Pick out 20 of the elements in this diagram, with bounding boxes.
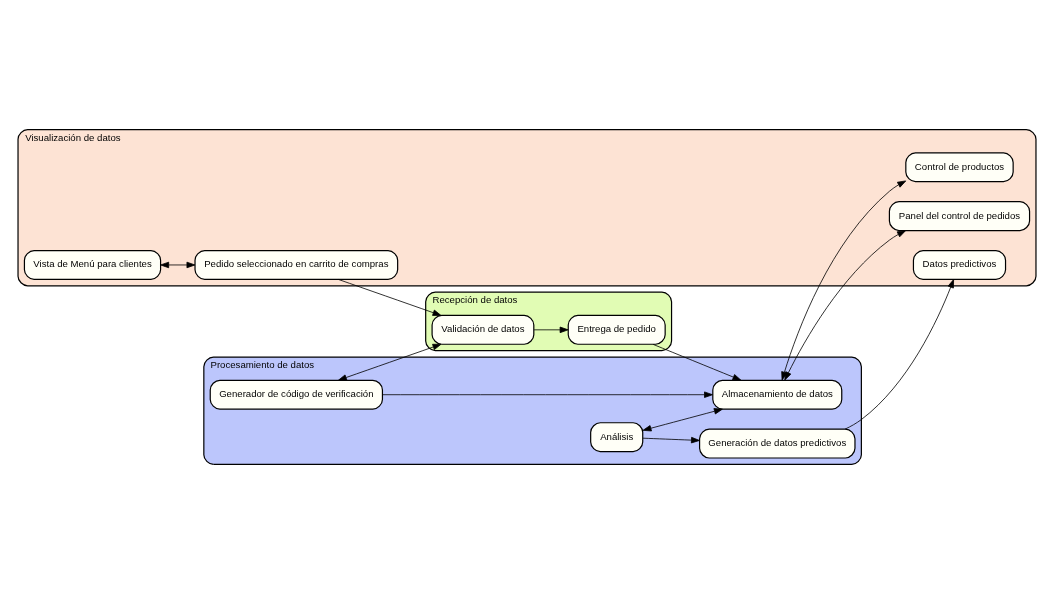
node-box: Pedido seleccionado en carrito de compras [194, 249, 399, 280]
node-box: Entrega de pedido [567, 314, 666, 345]
node-box: Datos predictivos [912, 249, 1007, 280]
arrow [338, 343, 442, 381]
node-box: Almacenamiento de datos [712, 379, 843, 410]
node-box: Generación de datos predictivos [699, 428, 856, 459]
arrow [533, 326, 569, 334]
arrow [642, 436, 700, 444]
node-box: Análisis [590, 422, 644, 453]
node-box: Validación de datos [431, 314, 535, 345]
arrow [652, 344, 742, 381]
node-box: Panel del control de pedidos [888, 201, 1031, 232]
arrow [338, 279, 442, 316]
arrow [642, 408, 723, 432]
node-box: Control de productos [905, 152, 1014, 183]
arrow [844, 279, 954, 430]
arrow [382, 391, 713, 398]
node-box: Generador de código de verificación [209, 379, 384, 410]
arrow [160, 261, 196, 269]
node-box: Vista de Menú para clientes [23, 249, 162, 280]
